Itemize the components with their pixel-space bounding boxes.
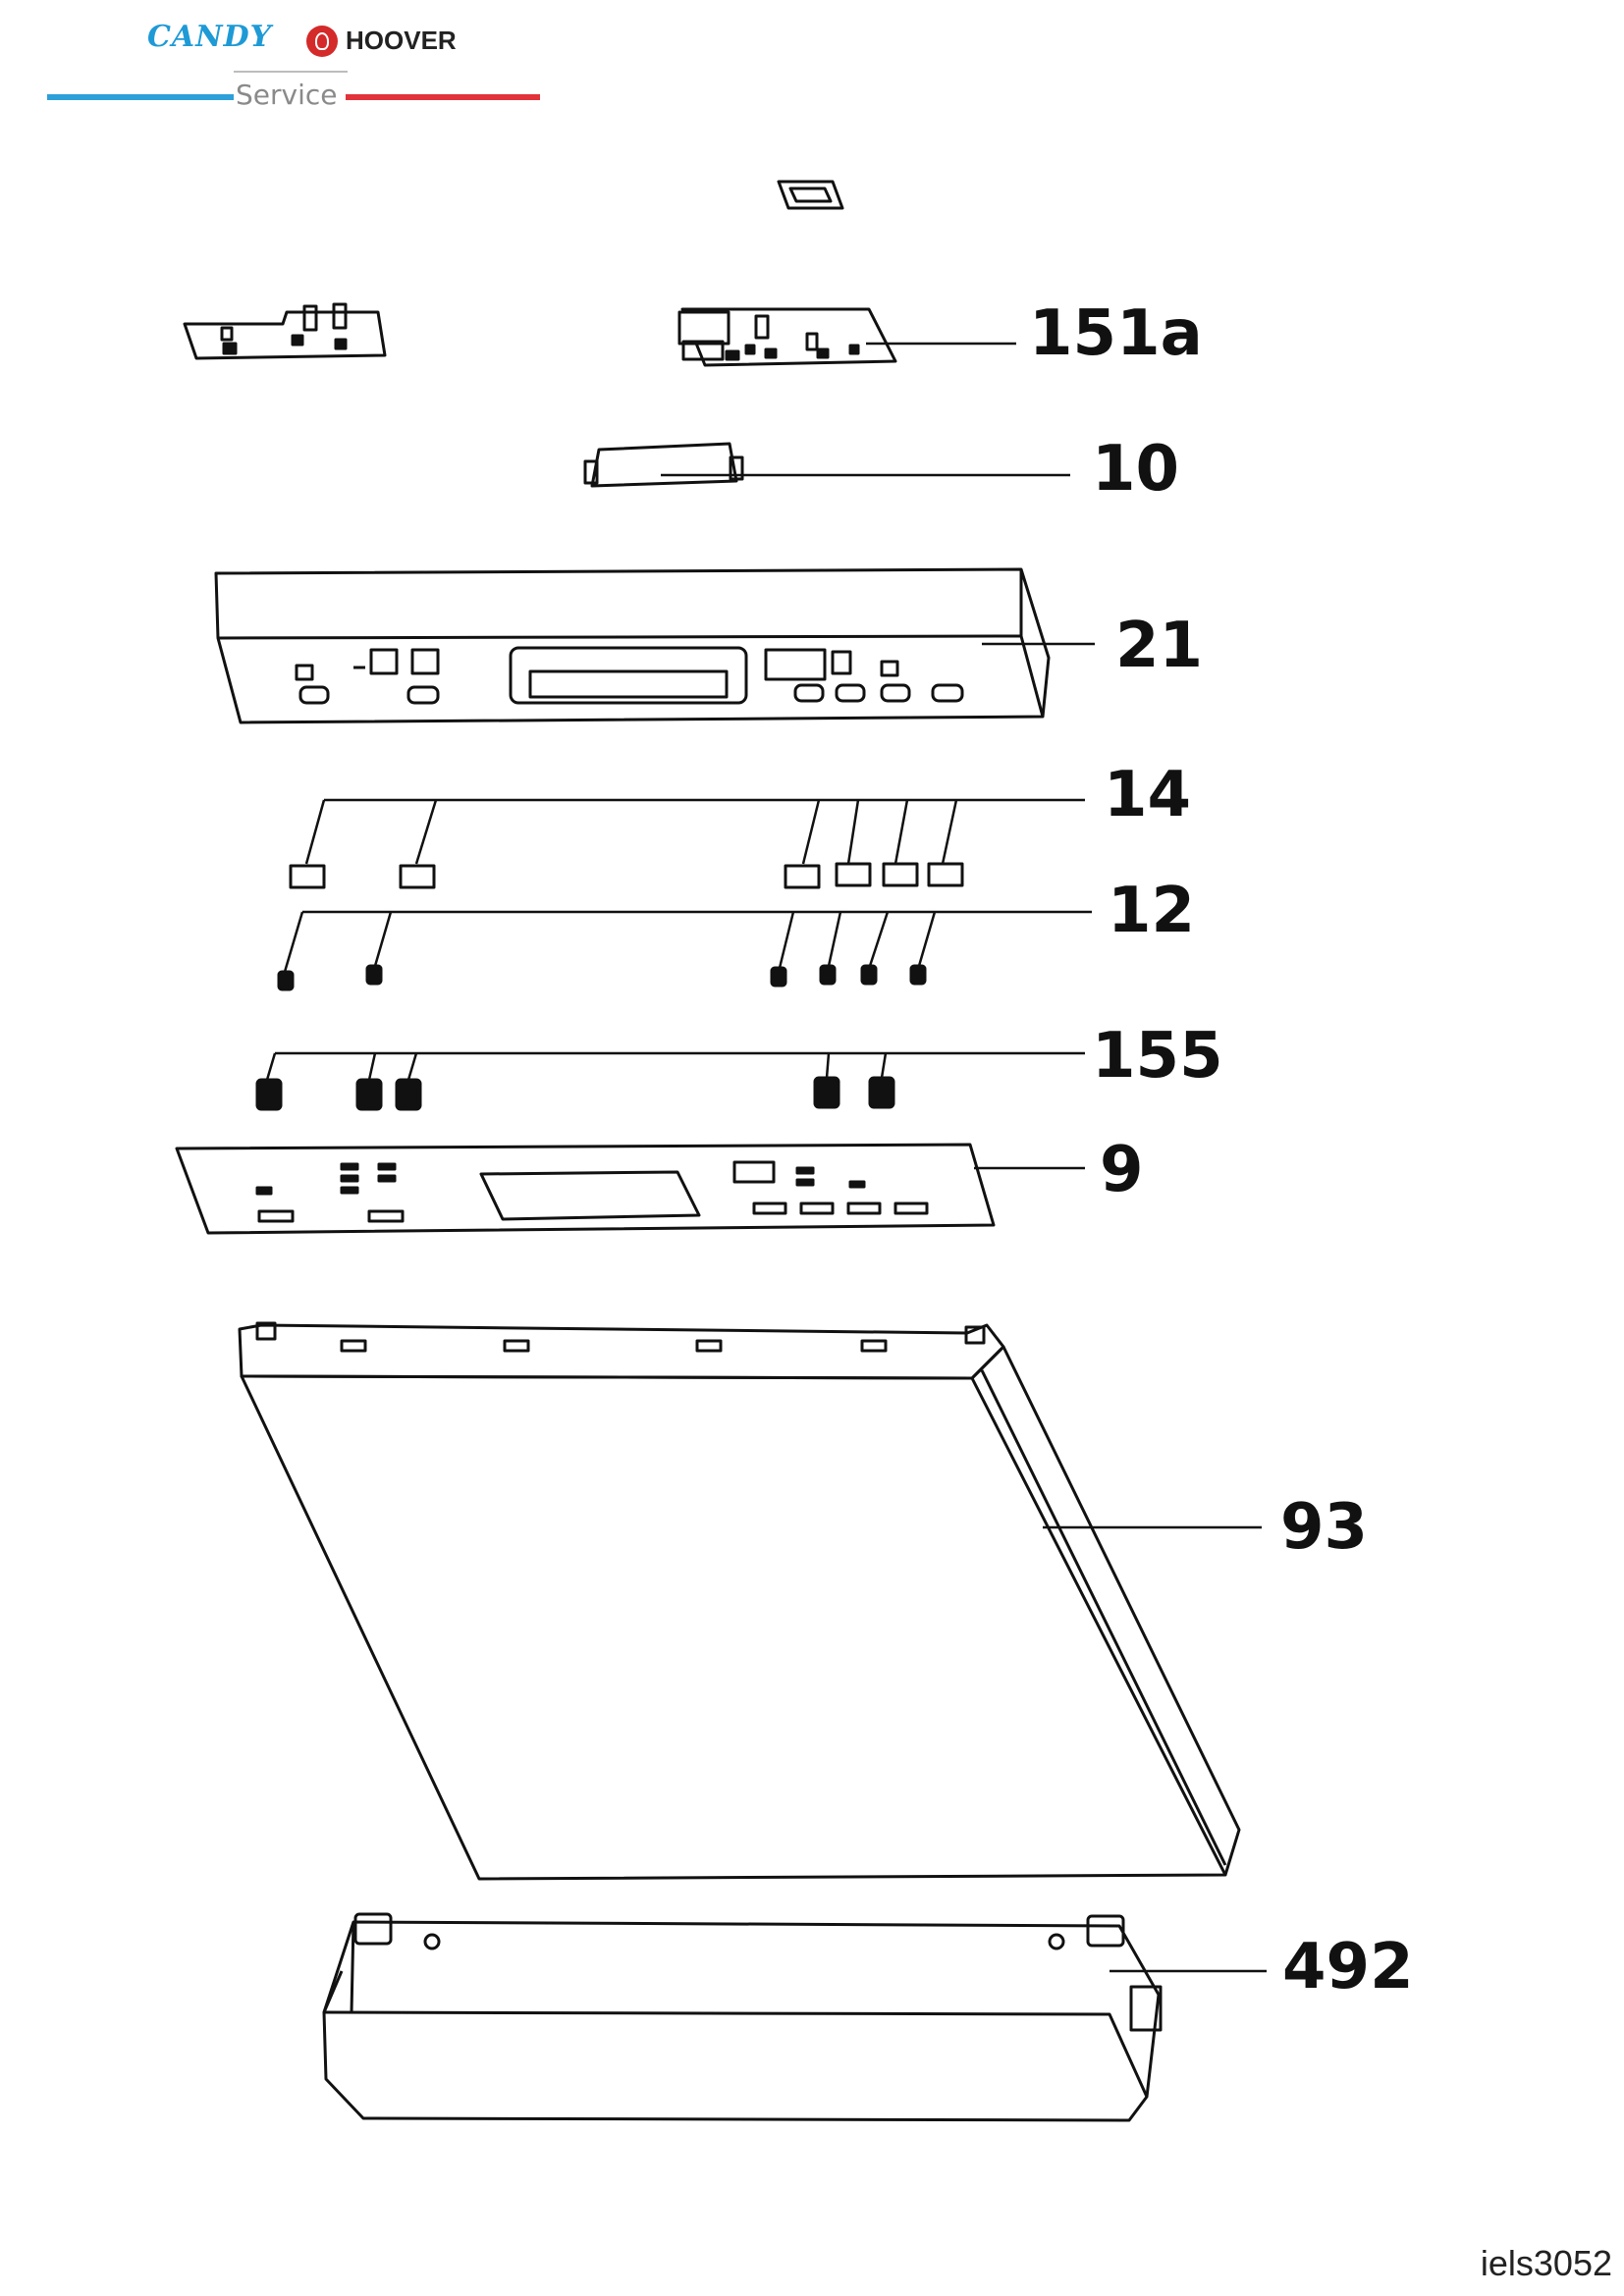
callout-9: 9: [1100, 1134, 1144, 1206]
service-divider: [234, 71, 348, 73]
brand-header: CANDY HOOVER Service: [0, 0, 589, 128]
light-guides-row: [277, 964, 927, 991]
left-circuit-board: [183, 302, 387, 360]
candy-logo: CANDY: [147, 20, 273, 54]
callout-93: 93: [1280, 1491, 1369, 1564]
top-gasket: [777, 180, 844, 210]
callout-12: 12: [1108, 875, 1196, 947]
hoover-emblem-icon: [306, 26, 338, 57]
document-code: iels3052: [1480, 2243, 1612, 2283]
callout-10: 10: [1092, 433, 1180, 506]
hoover-logo: HOOVER: [346, 26, 457, 55]
service-label: Service: [236, 79, 338, 111]
red-divider: [346, 94, 540, 100]
callout-151a: 151a: [1029, 297, 1203, 370]
leader-lines: [265, 342, 1267, 1973]
door-panel: [238, 1321, 1241, 1881]
blue-divider: [47, 94, 234, 100]
display-bracket: [583, 442, 744, 488]
panel-overlay: [175, 1143, 996, 1235]
callout-21: 21: [1115, 610, 1204, 682]
button-caps-row: [289, 862, 964, 889]
bottom-trim: [322, 1912, 1163, 2122]
springs-row: [255, 1076, 895, 1111]
callout-14: 14: [1104, 759, 1192, 831]
main-circuit-board: [677, 307, 897, 367]
callout-492: 492: [1282, 1931, 1414, 2003]
control-panel-housing: [214, 567, 1051, 724]
callout-155: 155: [1092, 1020, 1223, 1093]
